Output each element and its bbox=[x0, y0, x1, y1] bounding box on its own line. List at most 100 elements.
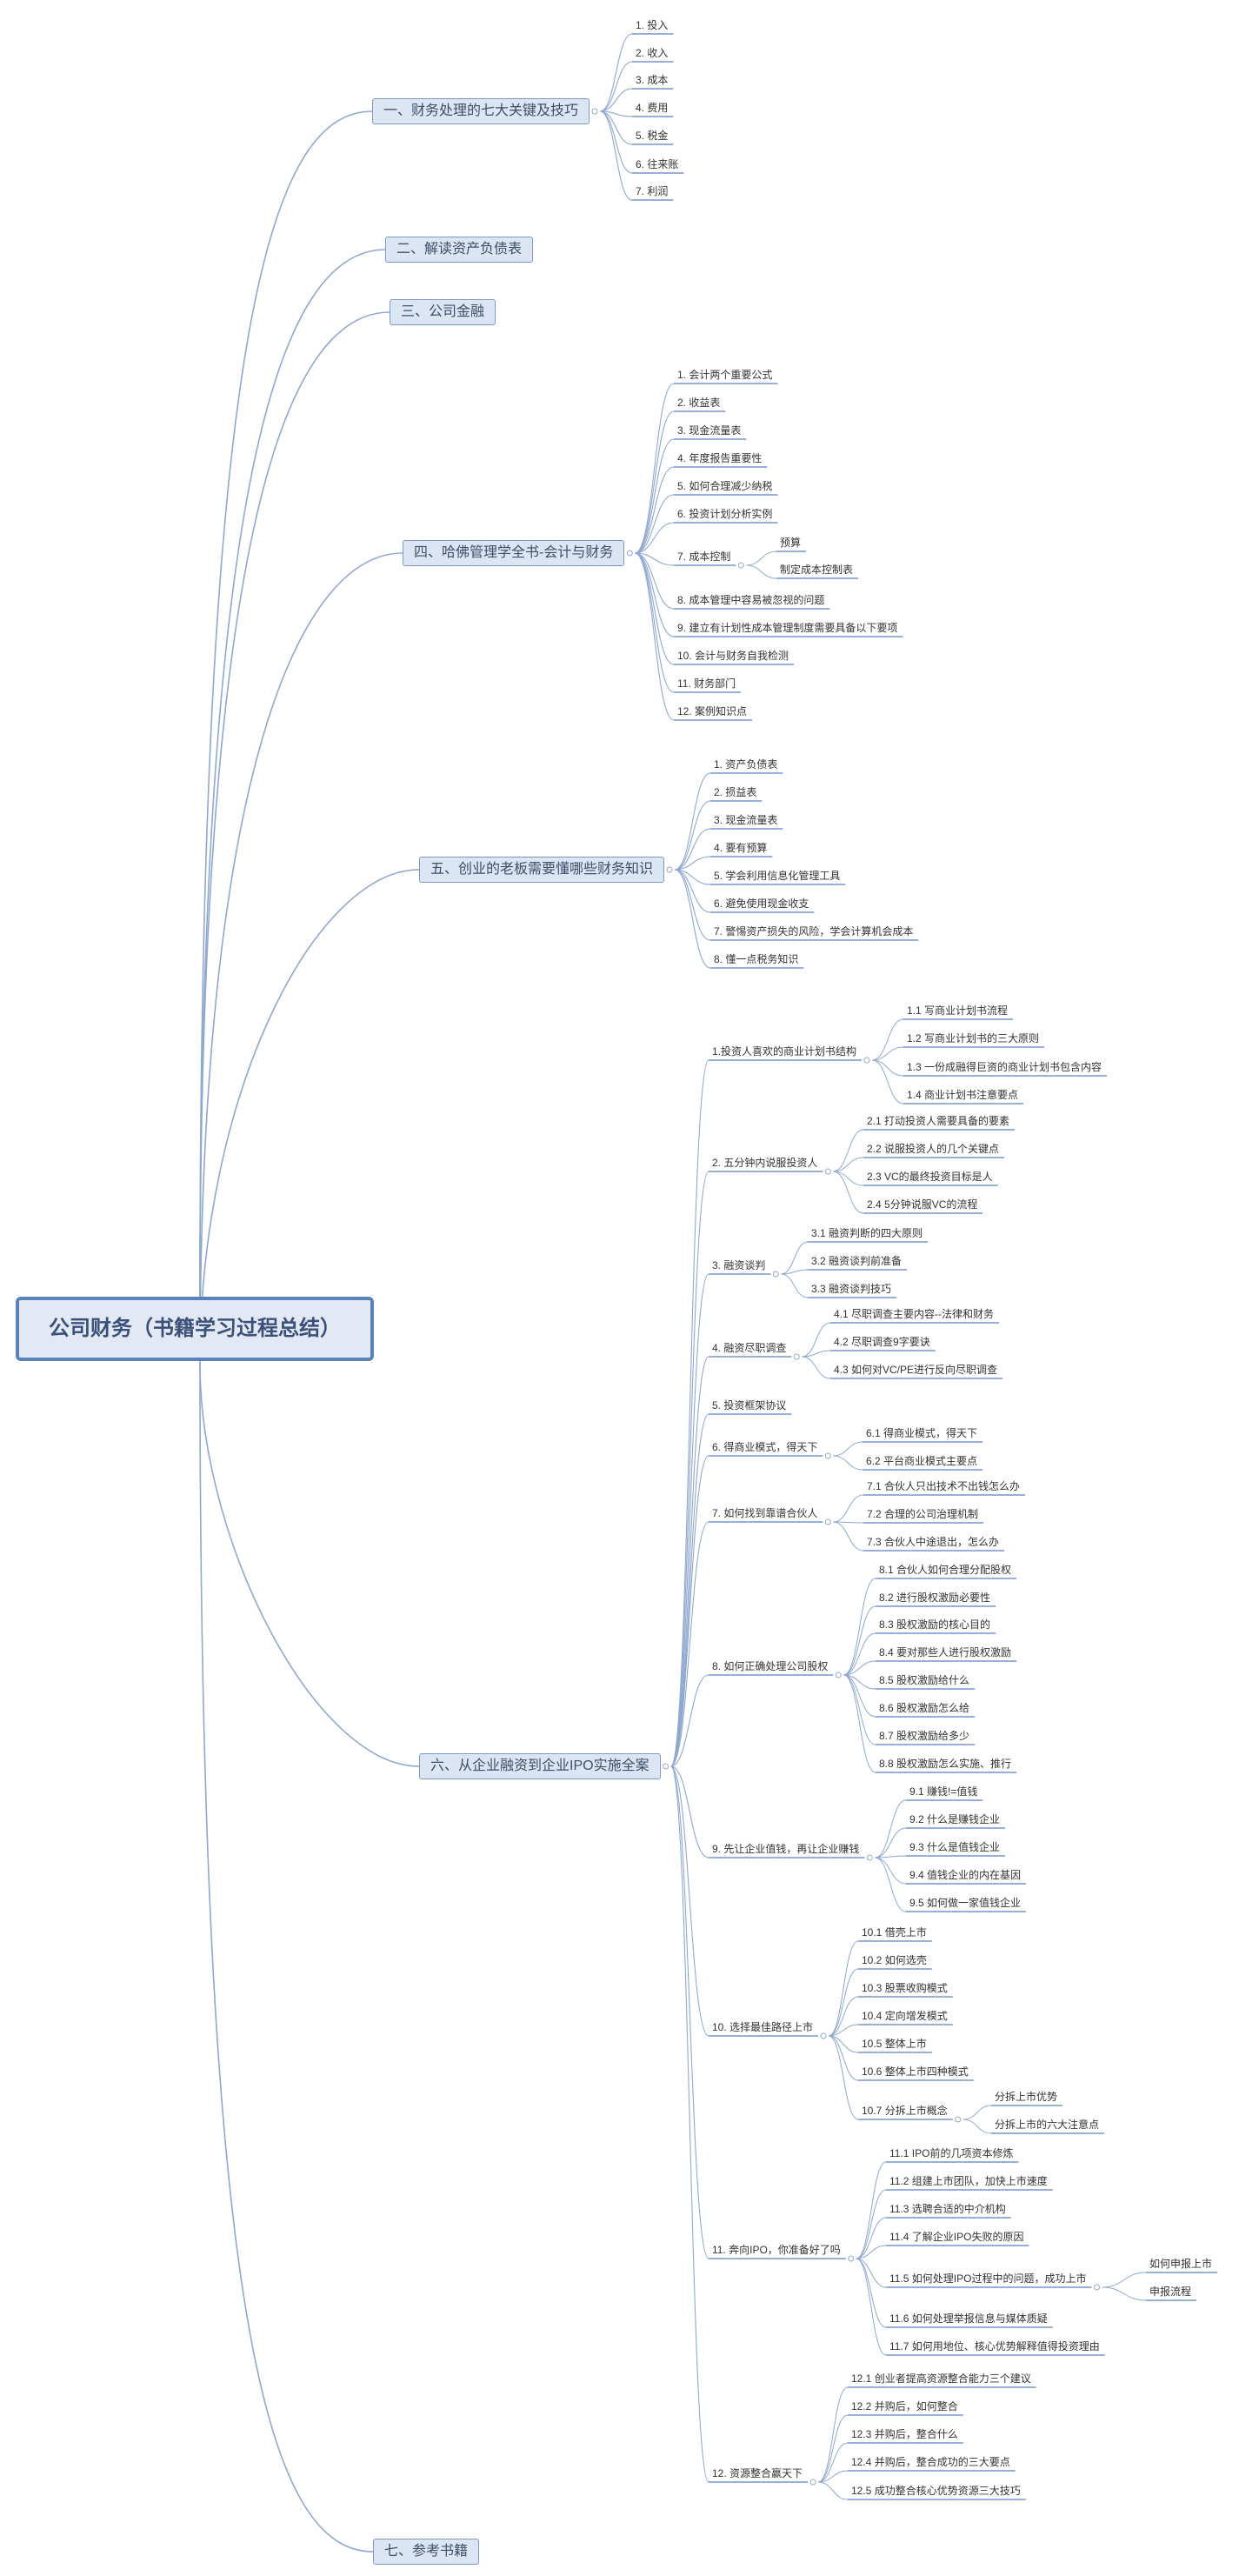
collapse-toggle[interactable] bbox=[737, 562, 744, 569]
subtopic-item[interactable]: 8.4 要对那些人进行股权激励 bbox=[879, 1646, 1012, 1658]
subtopic-item[interactable]: 11.4 了解企业IPO失败的原因 bbox=[889, 2231, 1024, 2243]
subtopic-item[interactable]: 10.6 整体上市四种模式 bbox=[862, 2065, 969, 2078]
topic-item[interactable]: 1. 会计两个重要公式 bbox=[677, 369, 773, 381]
subtopic-item[interactable]: 3.2 融资谈判前准备 bbox=[811, 1255, 903, 1267]
topic-item[interactable]: 2. 收入 bbox=[636, 47, 669, 59]
subtopic-item[interactable]: 制定成本控制表 bbox=[780, 564, 854, 576]
subtopic-item[interactable]: 6.1 得商业模式，得天下 bbox=[866, 1427, 978, 1439]
subtopic-item[interactable]: 8.7 股权激励给多少 bbox=[879, 1730, 970, 1742]
detail-item[interactable]: 如何申报上市 bbox=[1149, 2258, 1213, 2270]
collapse-toggle[interactable] bbox=[824, 1518, 831, 1525]
topic-item[interactable]: 7. 利润 bbox=[636, 185, 669, 197]
topic-item[interactable]: 7. 如何找到靠谱合伙人 bbox=[712, 1507, 818, 1519]
subtopic-item[interactable]: 7.2 合理的公司治理机制 bbox=[867, 1508, 979, 1520]
subtopic-item[interactable]: 3.3 融资谈判技巧 bbox=[811, 1283, 892, 1295]
topic-item[interactable]: 10. 会计与财务自我检测 bbox=[677, 650, 789, 662]
topic-item[interactable]: 5. 投资框架协议 bbox=[712, 1399, 787, 1411]
collapse-toggle[interactable] bbox=[955, 2116, 962, 2123]
topic-item[interactable]: 5. 学会利用信息化管理工具 bbox=[714, 870, 841, 882]
collapse-toggle[interactable] bbox=[663, 1763, 669, 1770]
topic-item[interactable]: 3. 现金流量表 bbox=[714, 814, 778, 826]
subtopic-item[interactable]: 6.2 平台商业模式主要点 bbox=[866, 1455, 978, 1467]
topic-item[interactable]: 3. 成本 bbox=[636, 74, 669, 86]
subtopic-item[interactable]: 8.1 合伙人如何合理分配股权 bbox=[879, 1564, 1012, 1576]
subtopic-item[interactable]: 12.4 并购后，整合成功的三大要点 bbox=[851, 2456, 1010, 2468]
topic-item[interactable]: 6. 得商业模式，得天下 bbox=[712, 1441, 818, 1453]
collapse-toggle[interactable] bbox=[591, 108, 598, 115]
branch-node[interactable]: 三、公司金融 bbox=[390, 299, 496, 325]
detail-item[interactable]: 申报流程 bbox=[1149, 2286, 1192, 2298]
subtopic-item[interactable]: 9.3 什么是值钱企业 bbox=[909, 1841, 1001, 1853]
subtopic-item[interactable]: 11.3 选聘合适的中介机构 bbox=[889, 2203, 1006, 2215]
collapse-toggle[interactable] bbox=[824, 1168, 831, 1175]
topic-item[interactable]: 12. 资源整合赢天下 bbox=[712, 2467, 803, 2479]
topic-item[interactable]: 6. 投资计划分析实例 bbox=[677, 508, 773, 520]
topic-item[interactable]: 4. 费用 bbox=[636, 102, 669, 114]
branch-node[interactable]: 五、创业的老板需要懂哪些财务知识 bbox=[419, 857, 665, 883]
subtopic-item[interactable]: 4.3 如何对VC/PE进行反向尽职调查 bbox=[834, 1364, 998, 1376]
subtopic-item[interactable]: 预算 bbox=[780, 537, 802, 549]
subtopic-item[interactable]: 4.1 尽职调查主要内容--法律和财务 bbox=[834, 1308, 995, 1320]
subtopic-item[interactable]: 11.1 IPO前的几项资本修炼 bbox=[889, 2147, 1014, 2159]
collapse-toggle[interactable] bbox=[820, 2032, 827, 2039]
subtopic-item[interactable]: 9.4 值钱企业的内在基因 bbox=[909, 1869, 1022, 1881]
topic-item[interactable]: 8. 成本管理中容易被忽视的问题 bbox=[677, 594, 825, 606]
subtopic-item[interactable]: 10.3 股票收购模式 bbox=[862, 1982, 948, 1994]
topic-item[interactable]: 8. 如何正确处理公司股权 bbox=[712, 1660, 829, 1672]
subtopic-item[interactable]: 8.2 进行股权激励必要性 bbox=[879, 1592, 991, 1604]
subtopic-item[interactable]: 10.7 分拆上市概念 bbox=[862, 2105, 948, 2117]
topic-item[interactable]: 4. 要有预算 bbox=[714, 842, 768, 854]
subtopic-item[interactable]: 12.2 并购后，如何整合 bbox=[851, 2400, 958, 2412]
detail-item[interactable]: 分拆上市的六大注意点 bbox=[995, 2119, 1100, 2131]
subtopic-item[interactable]: 8.3 股权激励的核心目的 bbox=[879, 1618, 991, 1631]
topic-item[interactable]: 12. 案例知识点 bbox=[677, 705, 748, 717]
subtopic-item[interactable]: 8.5 股权激励给什么 bbox=[879, 1674, 970, 1686]
topic-item[interactable]: 8. 懂一点税务知识 bbox=[714, 953, 799, 965]
subtopic-item[interactable]: 1.2 写商业计划书的三大原则 bbox=[907, 1032, 1040, 1044]
topic-item[interactable]: 6. 避免使用现金收支 bbox=[714, 898, 809, 910]
collapse-toggle[interactable] bbox=[809, 2479, 816, 2486]
topic-item[interactable]: 3. 融资谈判 bbox=[712, 1259, 766, 1271]
topic-item[interactable]: 11. 奔向IPO，你准备好了吗 bbox=[712, 2244, 841, 2256]
topic-item[interactable]: 2. 五分钟内说服投资人 bbox=[712, 1157, 818, 1169]
subtopic-item[interactable]: 10.5 整体上市 bbox=[862, 2038, 927, 2050]
collapse-toggle[interactable] bbox=[1093, 2284, 1100, 2291]
subtopic-item[interactable]: 12.5 成功整合核心优势资源三大技巧 bbox=[851, 2485, 1021, 2497]
topic-item[interactable]: 9. 先让企业值钱，再让企业赚钱 bbox=[712, 1843, 860, 1855]
topic-item[interactable]: 11. 财务部门 bbox=[677, 677, 736, 690]
collapse-toggle[interactable] bbox=[666, 866, 673, 873]
topic-item[interactable]: 10. 选择最佳路径上市 bbox=[712, 2021, 814, 2033]
branch-node[interactable]: 二、解读资产负债表 bbox=[385, 237, 534, 263]
subtopic-item[interactable]: 9.1 赚钱!=值钱 bbox=[909, 1785, 978, 1798]
collapse-toggle[interactable] bbox=[772, 1271, 779, 1278]
topic-item[interactable]: 3. 现金流量表 bbox=[677, 424, 742, 437]
collapse-toggle[interactable] bbox=[866, 1854, 873, 1861]
subtopic-item[interactable]: 7.3 合伙人中途退出，怎么办 bbox=[867, 1536, 1000, 1548]
subtopic-item[interactable]: 11.7 如何用地位、核心优势解释值得投资理由 bbox=[889, 2340, 1100, 2352]
topic-item[interactable]: 2. 损益表 bbox=[714, 786, 757, 798]
collapse-toggle[interactable] bbox=[848, 2255, 855, 2262]
topic-item[interactable]: 9. 建立有计划性成本管理制度需要具备以下要项 bbox=[677, 622, 898, 634]
root-node[interactable]: 公司财务（书籍学习过程总结） bbox=[16, 1297, 374, 1361]
subtopic-item[interactable]: 1.1 写商业计划书流程 bbox=[907, 1004, 1009, 1017]
topic-item[interactable]: 5. 如何合理减少纳税 bbox=[677, 480, 773, 492]
topic-item[interactable]: 4. 年度报告重要性 bbox=[677, 452, 763, 464]
topic-item[interactable]: 1. 投入 bbox=[636, 19, 669, 31]
topic-item[interactable]: 1. 资产负债表 bbox=[714, 758, 778, 771]
collapse-toggle[interactable] bbox=[793, 1353, 800, 1360]
subtopic-item[interactable]: 8.6 股权激励怎么给 bbox=[879, 1702, 970, 1714]
subtopic-item[interactable]: 2.2 说服投资人的几个关键点 bbox=[867, 1143, 1000, 1155]
branch-node[interactable]: 七、参考书籍 bbox=[373, 2539, 480, 2565]
topic-item[interactable]: 7. 成本控制 bbox=[677, 551, 731, 563]
topic-item[interactable]: 7. 警惕资产损失的风险，学会计算机会成本 bbox=[714, 925, 914, 938]
collapse-toggle[interactable] bbox=[626, 550, 633, 557]
subtopic-item[interactable]: 1.4 商业计划书注意要点 bbox=[907, 1089, 1019, 1101]
subtopic-item[interactable]: 2.4 5分钟说服VC的流程 bbox=[867, 1198, 978, 1211]
subtopic-item[interactable]: 9.2 什么是赚钱企业 bbox=[909, 1813, 1001, 1825]
subtopic-item[interactable]: 12.3 并购后，整合什么 bbox=[851, 2428, 958, 2440]
subtopic-item[interactable]: 11.5 如何处理IPO过程中的问题，成功上市 bbox=[889, 2272, 1087, 2285]
topic-item[interactable]: 5. 税金 bbox=[636, 130, 669, 142]
topic-item[interactable]: 6. 往来账 bbox=[636, 158, 679, 170]
subtopic-item[interactable]: 2.3 VC的最终投资目标是人 bbox=[867, 1171, 993, 1183]
subtopic-item[interactable]: 8.8 股权激励怎么实施、推行 bbox=[879, 1758, 1012, 1770]
